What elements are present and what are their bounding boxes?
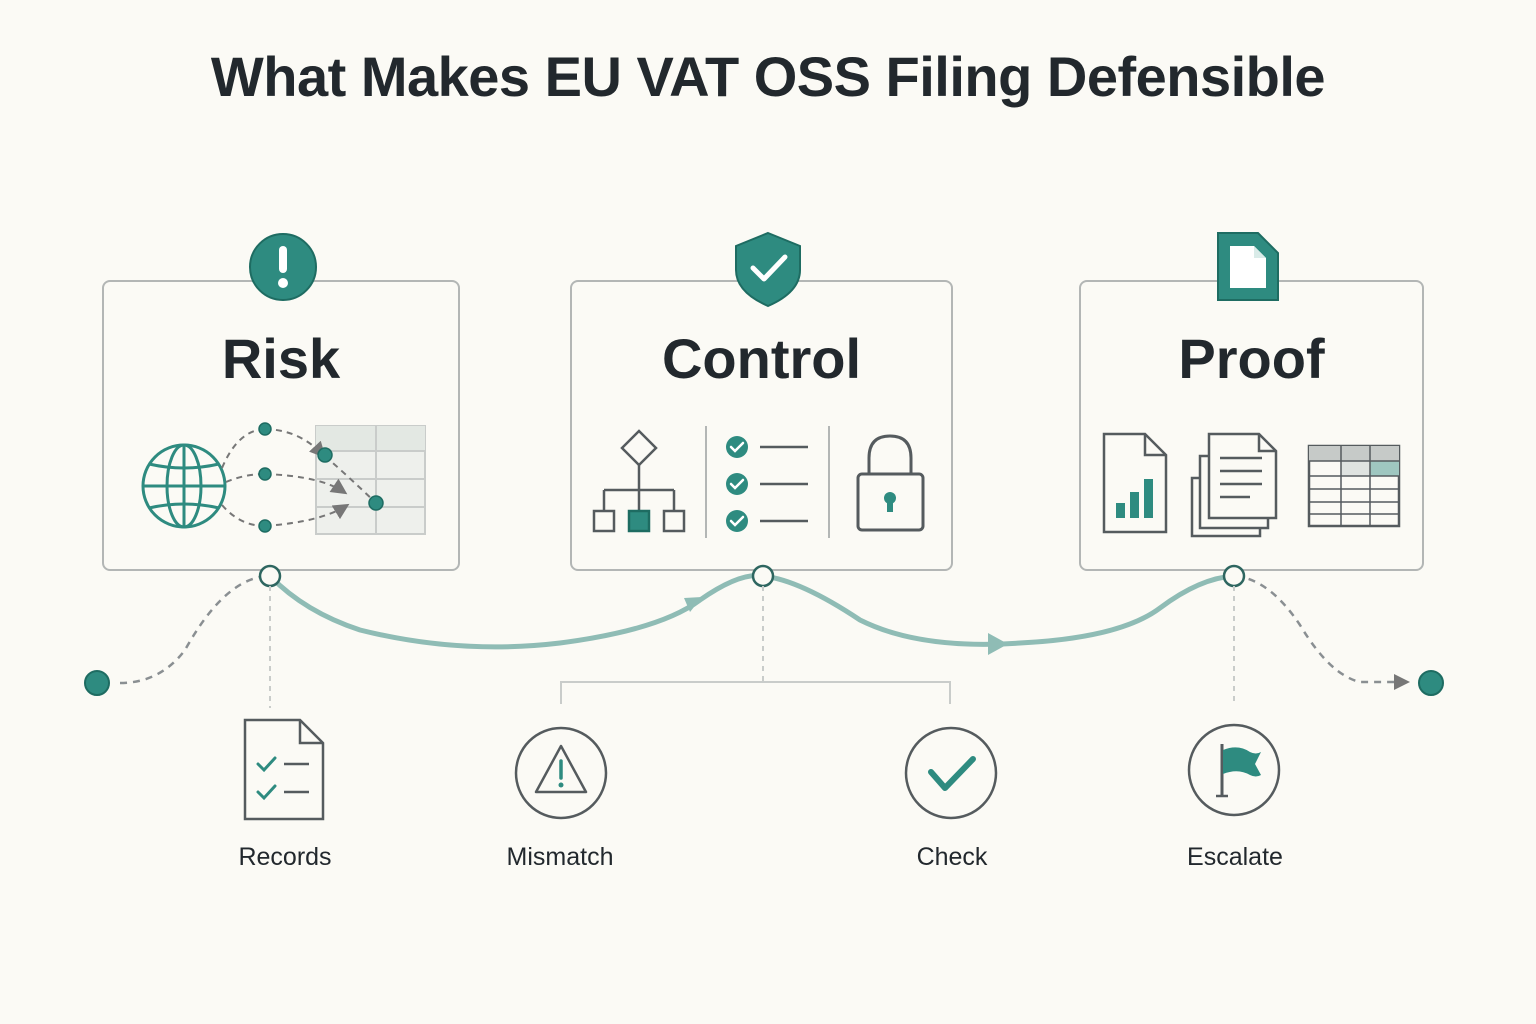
proof-card-title: Proof — [1178, 327, 1325, 390]
data-table-icon — [315, 425, 426, 535]
hierarchy-icon — [592, 429, 686, 533]
flow-endpoint-dots — [84, 670, 1444, 696]
exclamation-icon — [249, 233, 317, 301]
step-connectors — [269, 586, 1235, 708]
document-icon — [1217, 232, 1279, 301]
lock-icon — [856, 434, 925, 532]
warning-icon — [514, 726, 608, 820]
flow-waypoints — [258, 564, 1246, 588]
control-card-title: Control — [661, 327, 862, 390]
checklist-icon — [726, 436, 808, 532]
step-label-mismatch: Mismatch — [506, 843, 614, 871]
report-chart-icon — [1102, 432, 1168, 534]
step-label-escalate: Escalate — [1187, 843, 1283, 871]
step-label-records: Records — [238, 843, 332, 871]
checkmark-icon — [904, 726, 998, 820]
globe-icon — [141, 443, 227, 529]
shield-check-icon — [735, 231, 801, 308]
risk-card-title: Risk — [221, 327, 341, 390]
flag-icon — [1187, 723, 1281, 817]
checklist-document-icon — [243, 718, 325, 821]
spreadsheet-icon — [1307, 444, 1401, 528]
data-flow-nodes — [258, 422, 384, 533]
page-title: What Makes EU VAT OSS Filing Defensible — [210, 45, 1326, 108]
flow-path — [119, 573, 1410, 690]
step-label-check: Check — [916, 843, 988, 871]
document-stack-icon — [1190, 432, 1278, 538]
